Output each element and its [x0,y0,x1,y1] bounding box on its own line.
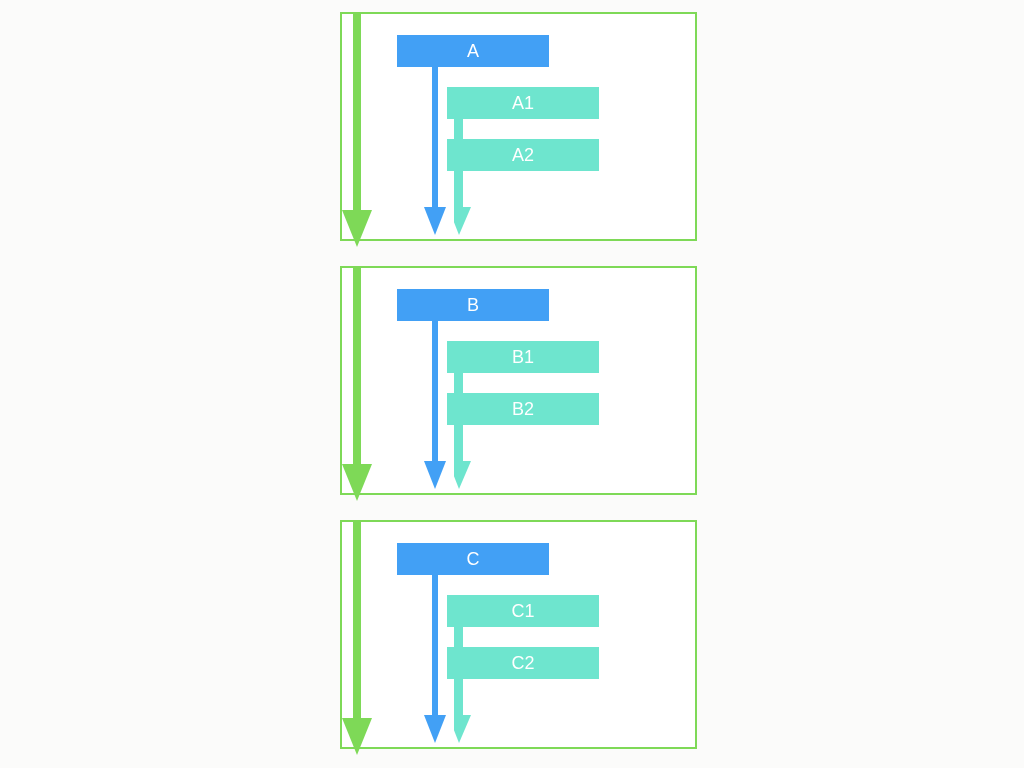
node-b[interactable]: B [397,289,549,321]
node-c2-label: C2 [511,653,535,673]
node-a-label: A [466,41,479,61]
node-b2-label: B2 [511,399,535,419]
parent-blue-flow-arrow-a [424,64,446,235]
connector-a1-a2 [454,118,463,141]
parent-blue-flow-arrow-c [424,572,446,743]
outer-green-flow-arrow-c [342,522,372,755]
node-b1-label: B1 [511,347,535,367]
node-b2[interactable]: B2 [447,393,599,425]
outer-green-flow-arrow-a [342,14,372,247]
parent-blue-flow-arrow-b [424,318,446,489]
node-a2[interactable]: A2 [447,139,599,171]
block-b[interactable]: B B1 B2 [340,266,697,501]
node-a1[interactable]: A1 [447,87,599,119]
child-teal-flow-arrow-c [454,677,471,743]
node-c[interactable]: C [397,543,549,575]
node-a2-label: A2 [511,145,535,165]
node-c1[interactable]: C1 [447,595,599,627]
child-teal-flow-arrow-b [454,423,471,489]
connector-b1-b2 [454,372,463,395]
node-c2[interactable]: C2 [447,647,599,679]
node-a[interactable]: A [397,35,549,67]
node-c1-label: C1 [511,601,535,621]
outer-green-flow-arrow-b [342,268,372,501]
node-c-label: C [466,549,480,569]
block-c[interactable]: C C1 C2 [340,520,697,755]
child-teal-flow-arrow-a [454,169,471,235]
node-b1[interactable]: B1 [447,341,599,373]
block-a[interactable]: A A1 A2 [340,12,697,247]
node-a1-label: A1 [511,93,535,113]
connector-c1-c2 [454,626,463,649]
node-b-label: B [466,295,479,315]
